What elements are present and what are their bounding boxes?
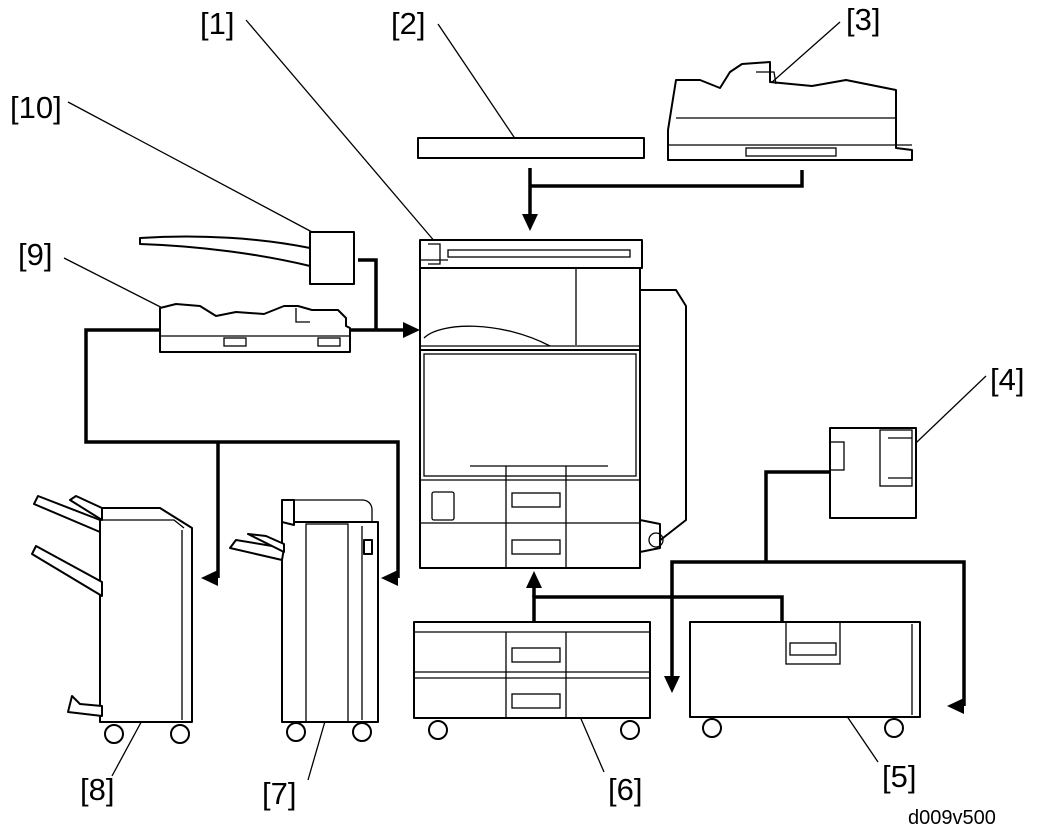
callout-8: [8] <box>80 772 114 807</box>
main-machine-output-bay <box>419 267 641 351</box>
callout-9: [9] <box>18 237 52 272</box>
main-machine-body <box>419 349 641 569</box>
callout-10: [10] <box>10 90 62 125</box>
main-machine-scanner <box>419 239 643 269</box>
main-machine-tray2-handle <box>511 539 561 555</box>
callout-6: [6] <box>608 772 642 807</box>
leader-lines <box>63 19 987 781</box>
callout-1: [1] <box>200 6 234 41</box>
platen-cover <box>417 137 645 159</box>
side-unit <box>829 427 917 519</box>
callout-4: [4] <box>990 362 1024 397</box>
booklet-finisher <box>31 495 193 744</box>
document-feeder <box>159 303 351 353</box>
large-capacity-tray <box>689 621 921 738</box>
callout-2: [2] <box>391 6 425 41</box>
output-tray-unit <box>139 231 355 285</box>
main-machine-tray1-handle <box>511 492 561 508</box>
callout-5: [5] <box>882 759 916 794</box>
callout-3: [3] <box>846 2 880 37</box>
main-machine <box>419 239 687 569</box>
paper-tray-unit <box>413 621 651 740</box>
adf <box>667 61 913 161</box>
connection-lines <box>84 168 966 714</box>
main-machine-side-panel <box>639 289 687 546</box>
callout-7: [7] <box>262 776 296 811</box>
figure-code: d009v500 <box>908 807 996 829</box>
finisher-small <box>229 499 379 742</box>
